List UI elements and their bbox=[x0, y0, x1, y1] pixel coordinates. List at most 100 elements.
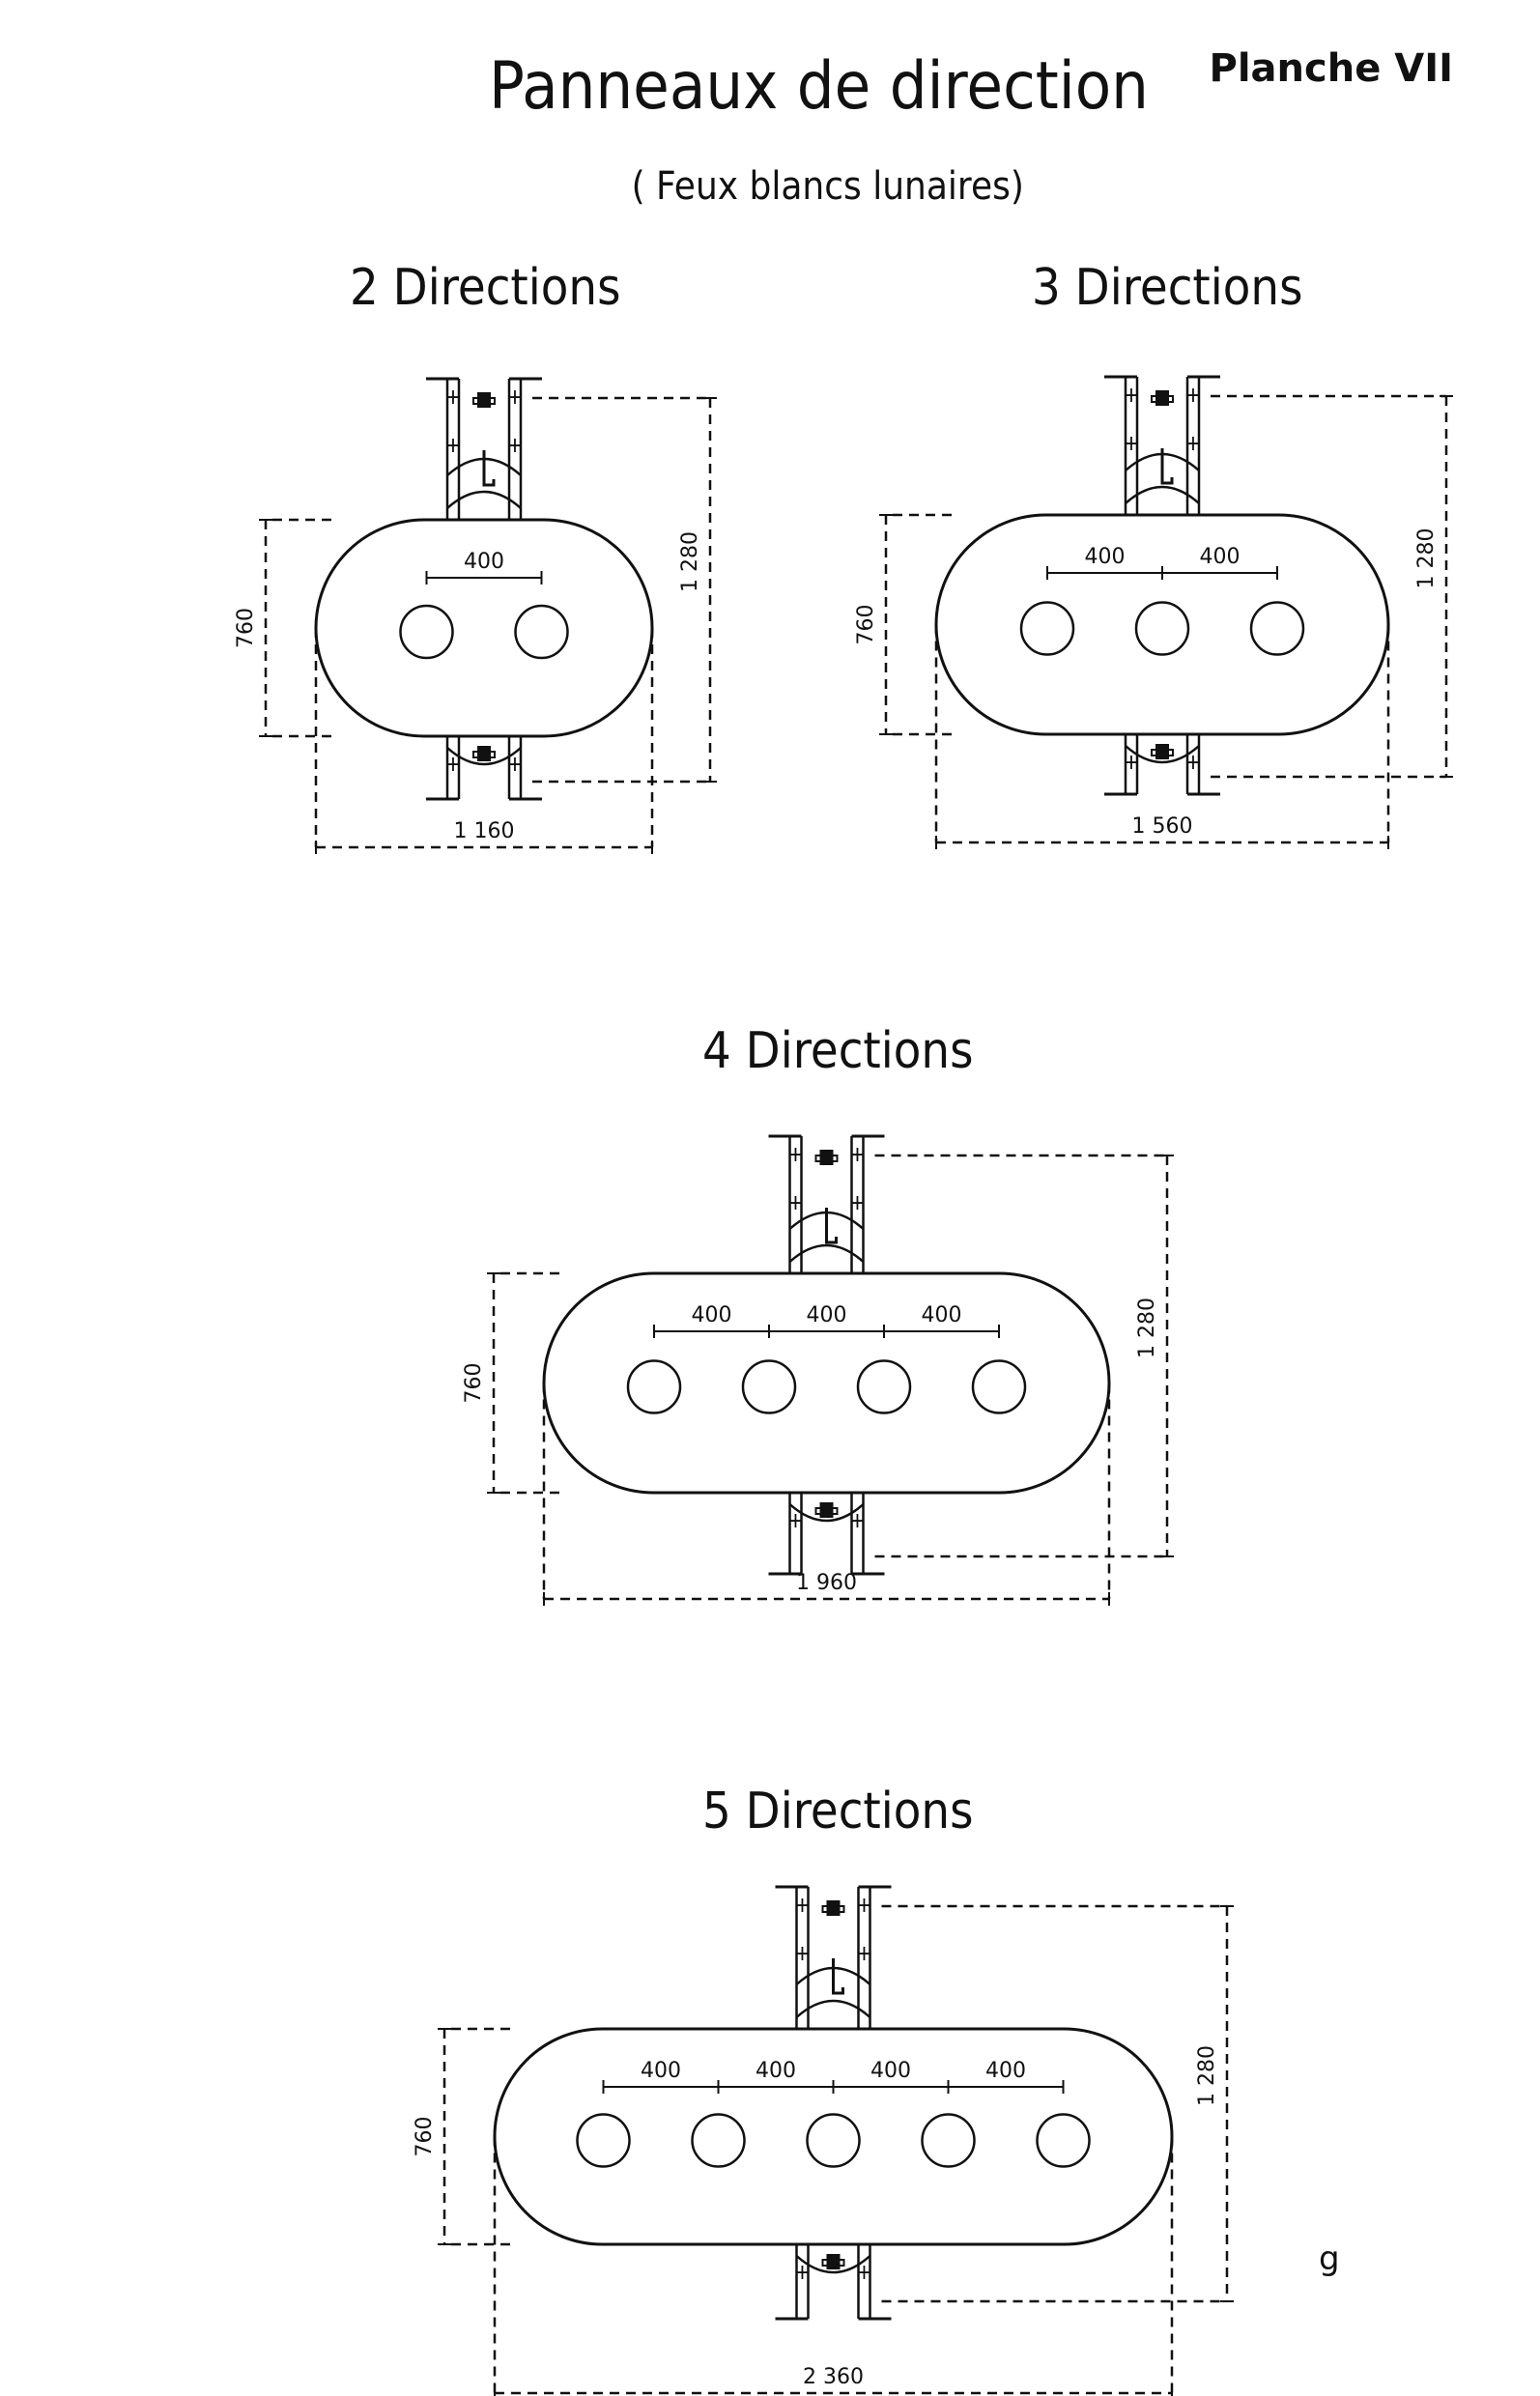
lamp-circle bbox=[691, 2113, 746, 2168]
bottom-mounting-bracket: ++ bbox=[426, 736, 542, 801]
top-mounting-bracket: + + + + bbox=[426, 377, 542, 520]
spacing-label: 400 bbox=[985, 2059, 1026, 2083]
panel-heading-4: 4 Directions bbox=[702, 1022, 974, 1080]
bolt-icon bbox=[1155, 744, 1169, 759]
screw-icon: + bbox=[1184, 432, 1202, 456]
bolt-icon bbox=[819, 1502, 834, 1518]
lamp-circle bbox=[626, 1359, 682, 1414]
height-label: 760 bbox=[413, 2117, 437, 2157]
screw-icon: + bbox=[1184, 384, 1202, 408]
hook-icon bbox=[482, 450, 496, 487]
clamp-arc bbox=[788, 1503, 865, 1523]
bolt-icon bbox=[1155, 390, 1169, 406]
panel-heading-2: 2 Directions bbox=[350, 259, 621, 317]
top-mounting-bracket: + + + + bbox=[1104, 375, 1220, 515]
lamp-circle bbox=[856, 1359, 912, 1414]
lamp-circle bbox=[1036, 2113, 1091, 2168]
screw-icon: + bbox=[855, 1894, 872, 1918]
clamp-arc bbox=[446, 747, 522, 766]
lamp-circle bbox=[576, 2113, 631, 2168]
screw-icon: + bbox=[793, 1942, 811, 1966]
bottom-mounting-bracket: ++ bbox=[1104, 734, 1220, 796]
screw-icon: + bbox=[444, 434, 462, 458]
panel-heading-3: 3 Directions bbox=[1032, 259, 1303, 317]
panel-heading-5: 5 Directions bbox=[702, 1783, 974, 1840]
bottom-mounting-bracket: ++ bbox=[775, 2244, 892, 2321]
bolt-nut-icon bbox=[1151, 395, 1174, 403]
bolt-icon bbox=[826, 1900, 841, 1916]
bolt-icon bbox=[477, 746, 491, 761]
spacing-label: 400 bbox=[464, 550, 504, 574]
total-height-label: 1 280 bbox=[1135, 1298, 1159, 1358]
total-height-label: 1 280 bbox=[1414, 528, 1439, 589]
screw-icon: + bbox=[848, 1143, 866, 1167]
screw-icon: + bbox=[506, 434, 524, 458]
spacing-label: 400 bbox=[922, 1303, 962, 1327]
bottom-mounting-bracket: ++ bbox=[768, 1493, 885, 1576]
lamp-circle bbox=[1249, 601, 1305, 656]
screw-icon: + bbox=[786, 1191, 804, 1215]
total-height-label: 1 280 bbox=[1195, 2045, 1219, 2106]
bolt-icon bbox=[819, 1150, 834, 1165]
screw-icon: + bbox=[506, 385, 524, 410]
bolt-nut-icon bbox=[821, 1905, 845, 1913]
hook-icon bbox=[825, 1208, 838, 1244]
screw-icon: + bbox=[786, 1509, 804, 1533]
lamp-circle bbox=[806, 2113, 861, 2168]
lamp-circle bbox=[921, 2113, 976, 2168]
page-subtitle: ( Feux blancs lunaires) bbox=[631, 164, 1025, 209]
clamp-arc bbox=[1125, 745, 1200, 764]
bolt-nut-icon bbox=[821, 2259, 845, 2267]
height-label: 760 bbox=[462, 1363, 486, 1404]
width-label: 2 360 bbox=[803, 2365, 864, 2389]
screw-icon: + bbox=[506, 753, 524, 777]
screw-icon: + bbox=[1123, 751, 1140, 775]
screw-icon: + bbox=[848, 1191, 866, 1215]
screw-icon: + bbox=[793, 1894, 811, 1918]
spacing-label: 400 bbox=[1200, 545, 1241, 569]
lamp-circle bbox=[1134, 601, 1190, 656]
top-mounting-bracket: + + + + bbox=[775, 1885, 892, 2029]
width-label: 1 160 bbox=[454, 819, 515, 843]
width-label: 1 960 bbox=[796, 1571, 857, 1595]
plate-number: Planche VII bbox=[1209, 46, 1453, 91]
bolt-nut-icon bbox=[472, 751, 496, 758]
lamp-circle bbox=[1019, 601, 1075, 656]
bolt-icon bbox=[477, 392, 491, 408]
screw-icon: + bbox=[786, 1143, 804, 1167]
lamp-circle bbox=[399, 604, 454, 660]
bolt-nut-icon bbox=[814, 1155, 839, 1162]
spacing-label: 400 bbox=[807, 1303, 847, 1327]
total-height-label: 1 280 bbox=[678, 531, 702, 592]
screw-icon: + bbox=[855, 2261, 872, 2285]
spacing-label: 400 bbox=[641, 2059, 681, 2083]
panel-outline bbox=[493, 2027, 1174, 2246]
panel-outline bbox=[934, 513, 1390, 736]
spacing-label: 400 bbox=[1085, 545, 1126, 569]
clamp-arc bbox=[1125, 485, 1200, 504]
lamp-circle bbox=[971, 1359, 1027, 1414]
screw-icon: + bbox=[1123, 384, 1140, 408]
bolt-nut-icon bbox=[472, 397, 496, 405]
screw-icon: + bbox=[444, 753, 462, 777]
top-mounting-bracket: + + + + bbox=[768, 1134, 885, 1273]
width-label: 1 560 bbox=[1132, 814, 1193, 839]
screw-icon: + bbox=[793, 2261, 811, 2285]
screw-icon: + bbox=[855, 1942, 872, 1966]
page-title: Panneaux de direction bbox=[488, 48, 1149, 125]
bolt-icon bbox=[826, 2254, 841, 2269]
corner-mark: g bbox=[1319, 2239, 1340, 2278]
bolt-nut-icon bbox=[814, 1507, 839, 1515]
lamp-circle bbox=[741, 1359, 797, 1414]
hook-icon bbox=[832, 1958, 844, 1995]
screw-icon: + bbox=[848, 1509, 866, 1533]
height-label: 760 bbox=[854, 605, 878, 645]
hook-icon bbox=[1160, 448, 1174, 485]
screw-icon: + bbox=[444, 385, 462, 410]
screw-icon: + bbox=[1123, 432, 1140, 456]
clamp-arc bbox=[795, 2255, 871, 2274]
